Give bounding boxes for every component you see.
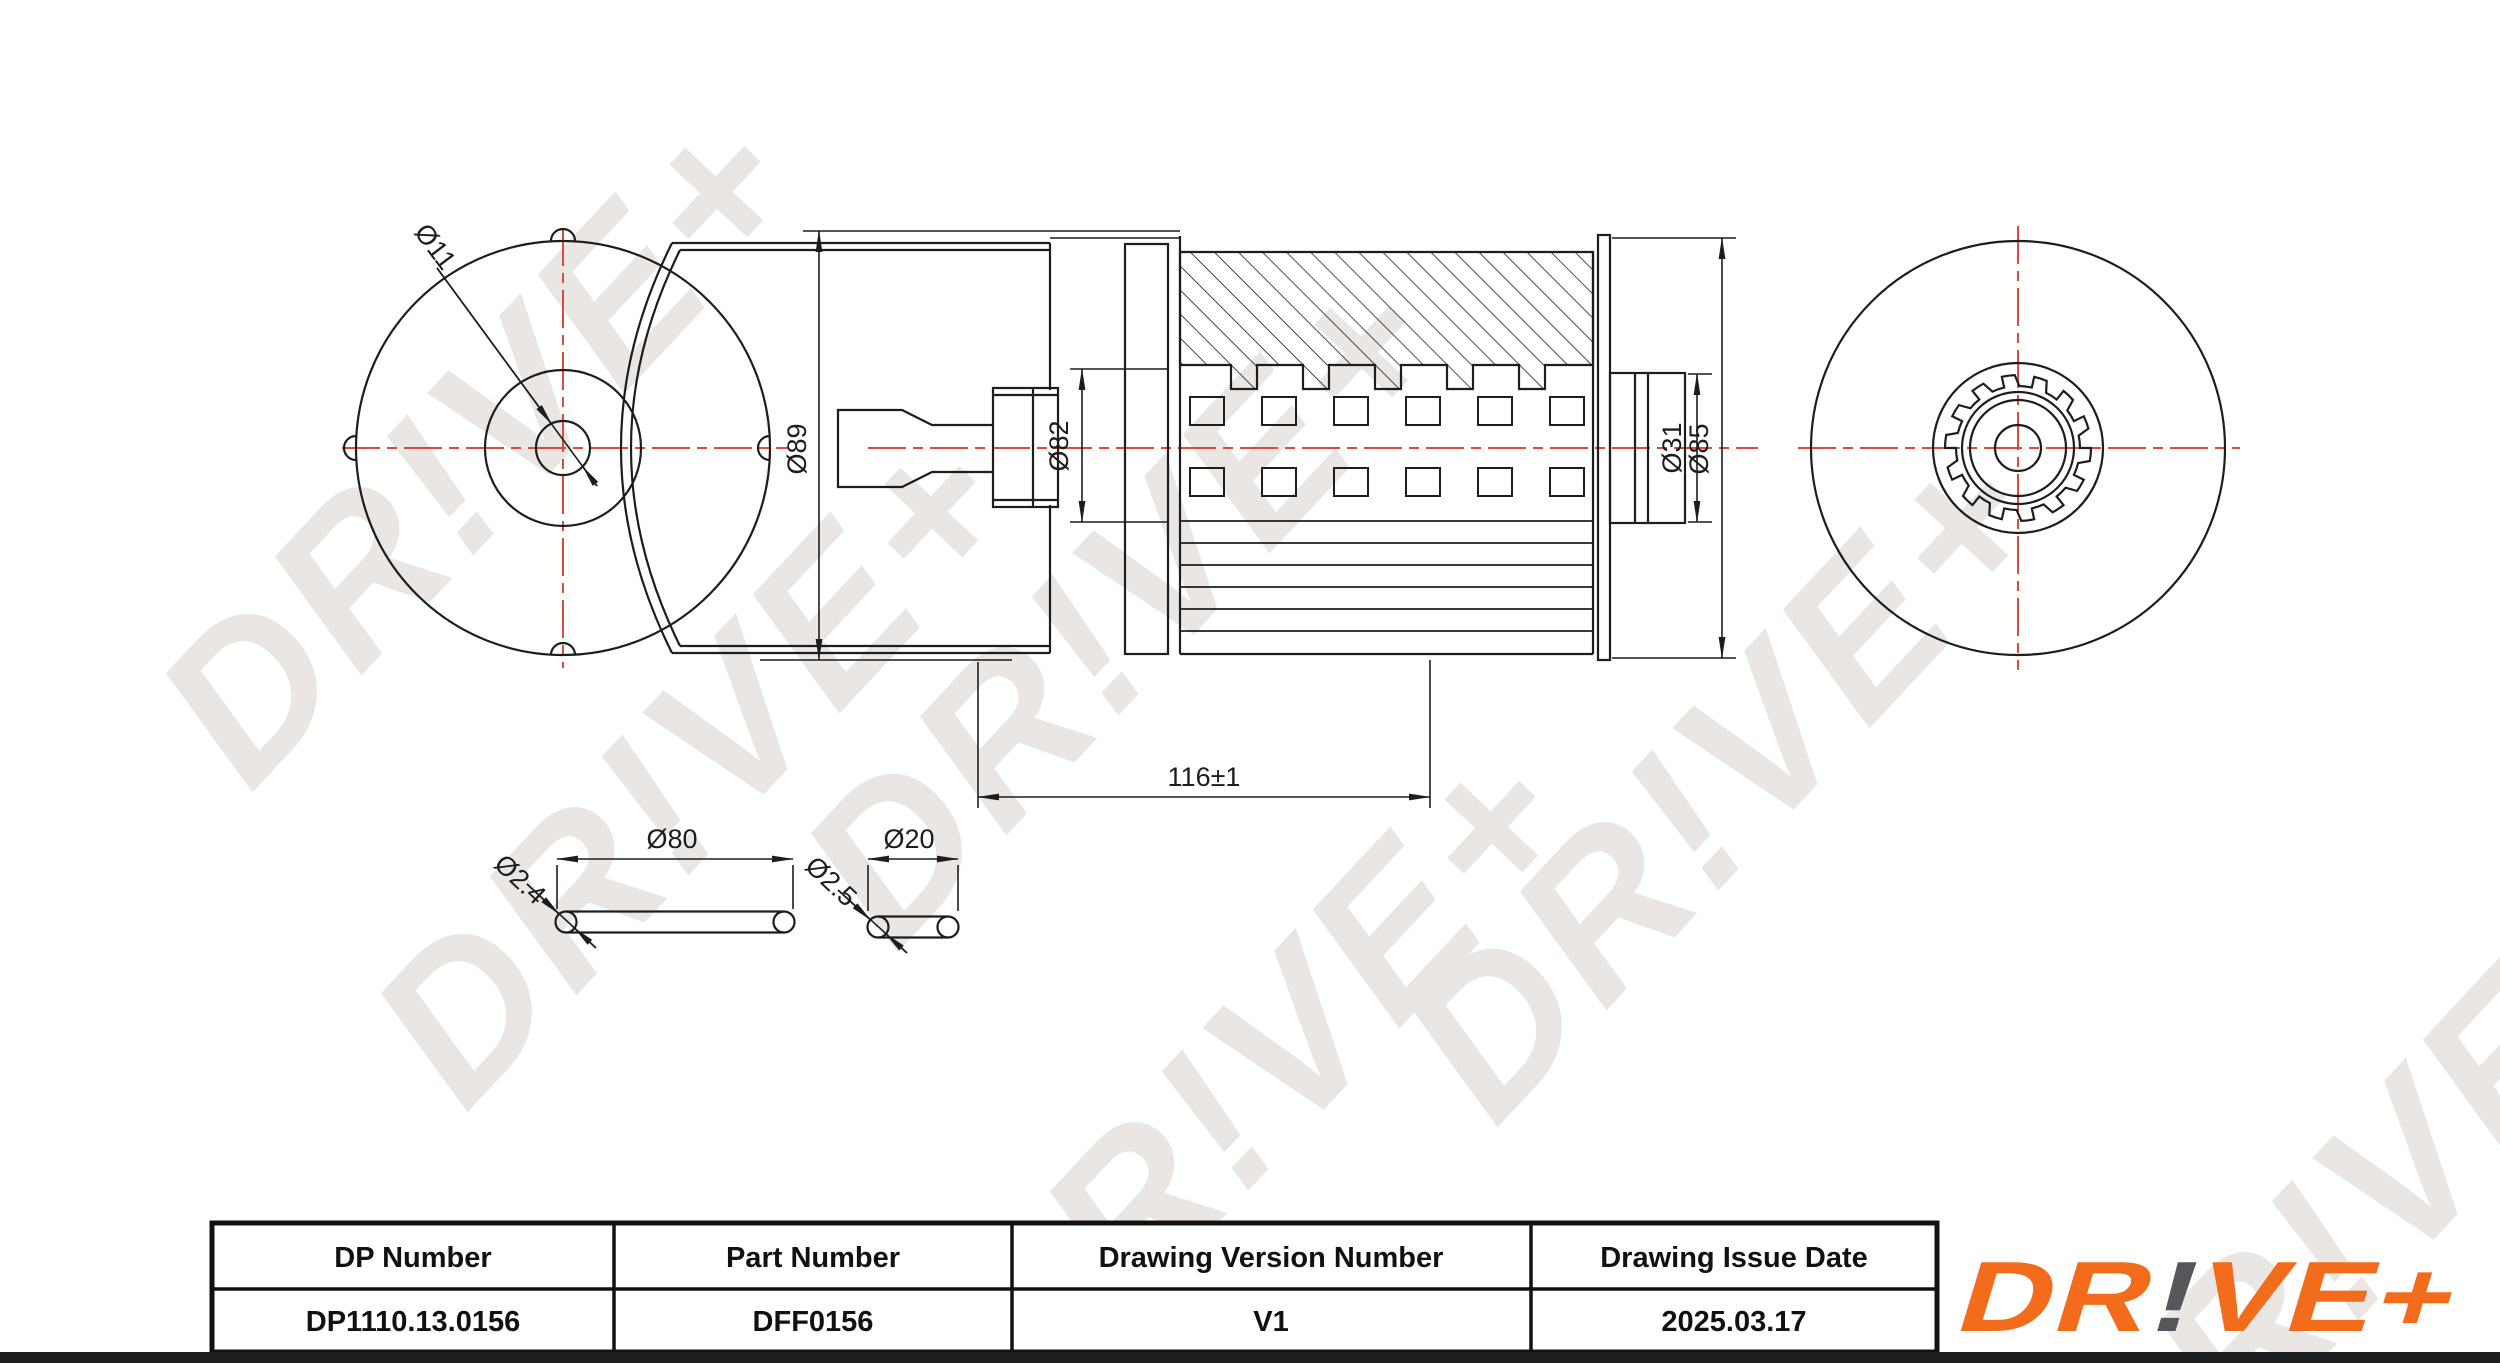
header-issue-date: Drawing Issue Date — [1600, 1242, 1868, 1274]
spline-gear-ring — [1943, 373, 2093, 523]
logo-dr: DR — [1946, 1240, 2173, 1352]
dim-label-d31: Ø31 — [1657, 422, 1687, 473]
section-view — [619, 233, 1687, 662]
value-dp-number: DP1110.13.0156 — [306, 1306, 520, 1338]
front-outer-circle — [354, 239, 772, 657]
rim-tab-top — [549, 227, 577, 242]
rim-tab-bottom — [549, 641, 577, 656]
oring-end — [772, 910, 796, 934]
header-part-number: Part Number — [726, 1242, 900, 1274]
header-drawing-version: Drawing Version Number — [1099, 1242, 1444, 1274]
front-view — [342, 227, 772, 657]
rim-tab-right — [756, 434, 771, 462]
value-issue-date: 2025.03.17 — [1661, 1306, 1806, 1338]
logo-veplus: VE+ — [2184, 1240, 2475, 1352]
rear-ring2 — [1968, 398, 2068, 498]
oring-large-view — [554, 910, 796, 934]
pleat-stripes — [1180, 520, 1593, 632]
pleat-tips-top — [1189, 396, 1585, 426]
rear-ring1 — [1960, 390, 2076, 506]
cap-dome-inner — [630, 249, 681, 647]
dim-label-d20: Ø20 — [883, 824, 934, 854]
pleat-tips-bottom — [1189, 467, 1585, 497]
cap-boss — [991, 386, 1060, 509]
inlet-nipple — [836, 408, 993, 489]
front-middle-circle — [483, 368, 643, 528]
svg-text:DR!VE+: DR!VE+ — [1946, 1240, 2476, 1352]
center-tube — [1123, 242, 1170, 656]
dim-label-length: 116±1 — [1168, 762, 1241, 792]
filter-media-section — [1178, 250, 1595, 391]
rear-plate-circle — [1931, 361, 2105, 535]
value-drawing-version: V1 — [1253, 1306, 1288, 1338]
bottom-edge-strip — [0, 1352, 2500, 1363]
brand-logo: DR!VE+ — [1946, 1240, 2476, 1352]
dim-label-d89: Ø89 — [782, 423, 812, 474]
value-part-number: DFF0156 — [753, 1306, 874, 1338]
rear-center-hole — [1993, 423, 2043, 473]
dim-label-d11: Ø11 — [408, 218, 461, 275]
dimensions — [436, 230, 1736, 954]
dim-label-d80: Ø80 — [646, 824, 697, 854]
header-dp-number: DP Number — [334, 1242, 491, 1274]
rear-outer-circle — [1809, 239, 2227, 657]
dim-label-d82: Ø82 — [1044, 420, 1074, 471]
cap-dome-outer — [619, 242, 673, 654]
rim-tab-left — [342, 434, 357, 462]
title-block: DP Number Part Number Drawing Version Nu… — [209, 1220, 1940, 1355]
front-center-hole — [534, 419, 592, 477]
dim-label-d85: Ø85 — [1684, 423, 1714, 474]
rear-view — [1809, 239, 2227, 657]
centerlines — [342, 226, 2240, 670]
